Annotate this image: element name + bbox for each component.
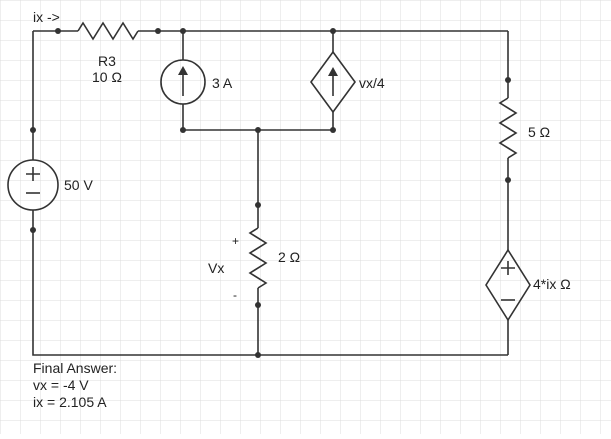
resistor-5-ohm [498,97,518,159]
dep-current-source-label: vx/4 [359,75,385,91]
ix-arrow-label: ix -> [33,9,60,25]
r3-value-label: 10 Ω [92,69,122,85]
resistor-2-ohm [248,227,268,289]
resistor-r3 [77,21,139,41]
junction-nodes [30,28,511,358]
wires [32,30,509,356]
dependent-voltage-source [485,248,531,322]
voltage-source-label: 50 V [64,177,93,193]
vx-label: Vx [208,260,224,276]
dependent-current-source [310,50,356,114]
vx-plus-sign: + [232,234,239,248]
r3-name-label: R3 [98,53,116,69]
r-2-label: 2 Ω [278,249,300,265]
answer-vx: vx = -4 V [33,377,89,393]
voltage-source-50v [7,159,59,211]
dep-voltage-source-label: 4*ix Ω [533,276,571,292]
current-source-3a [160,59,206,105]
answer-ix: ix = 2.105 A [33,394,107,410]
r-5-label: 5 Ω [528,124,550,140]
current-source-label: 3 A [212,75,233,91]
final-answer-block: Final Answer: vx = -4 V ix = 2.105 A [33,360,117,411]
vx-minus-sign: - [233,288,237,302]
final-answer-title: Final Answer: [33,360,118,376]
